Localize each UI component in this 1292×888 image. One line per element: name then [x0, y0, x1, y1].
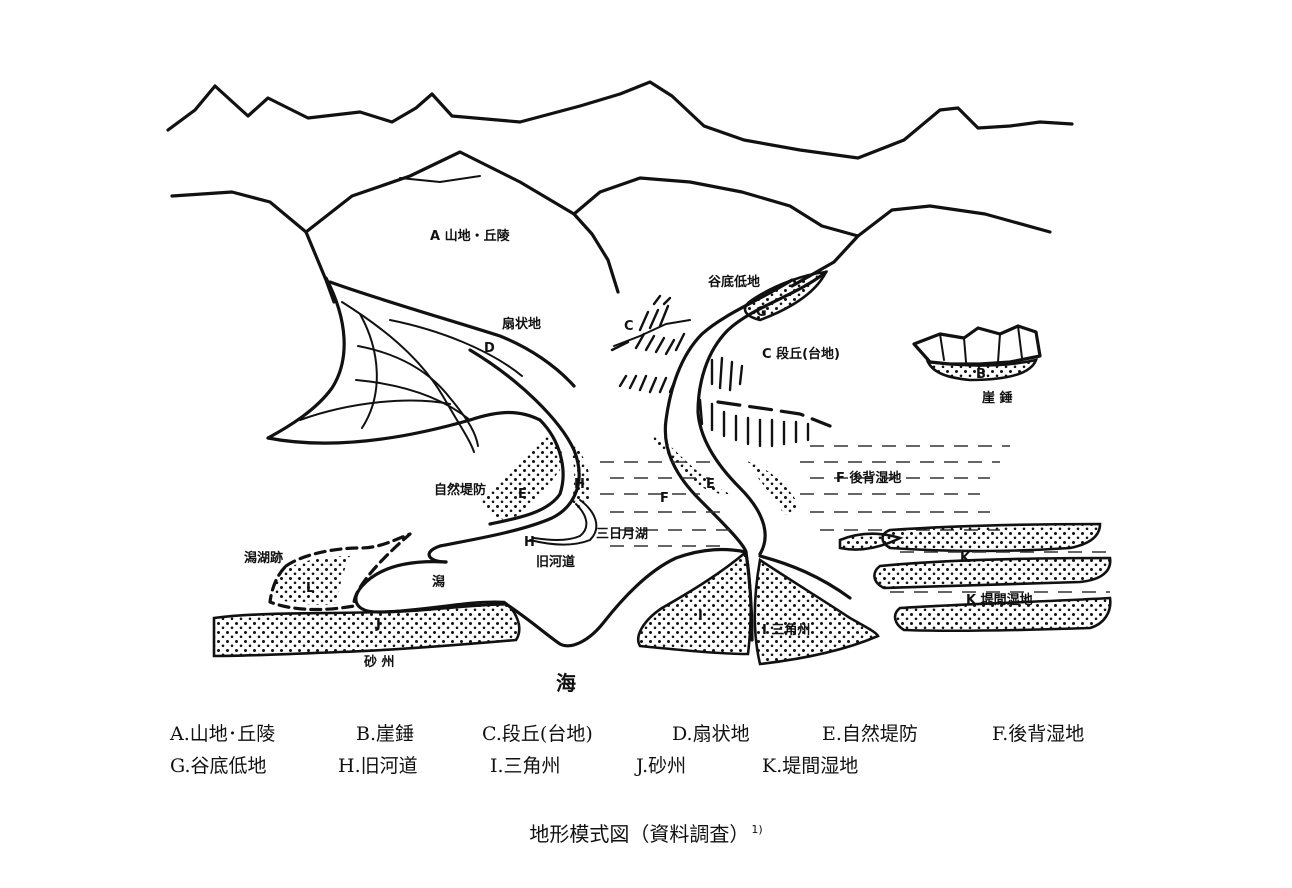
river-center-left — [663, 278, 794, 554]
fan-outline — [266, 276, 346, 440]
label-B: B — [976, 367, 986, 382]
label-L: L — [306, 581, 314, 596]
hill-valley-left — [304, 230, 336, 304]
beach-ridge-2 — [881, 522, 1102, 553]
levee-center2-dots — [744, 460, 798, 515]
coast-center-left — [504, 547, 748, 648]
hill-spur — [399, 175, 481, 183]
fan-top-edge — [328, 280, 576, 388]
talus-cliff-edges — [939, 325, 1023, 363]
terrace-left-hatch — [610, 294, 691, 394]
fan-arc-3 — [355, 379, 471, 421]
fan-arc-6 — [299, 399, 451, 421]
label-K1: K — [960, 551, 971, 566]
legend-item-K: K.堤間湿地 — [762, 755, 859, 777]
label-J: J — [375, 617, 381, 632]
hill-valley-center — [572, 212, 620, 294]
label-lagoon: 潟 — [432, 574, 445, 590]
beach-ridge-3 — [873, 556, 1112, 590]
levee-left-dots — [480, 436, 563, 520]
levee-left2-dots — [570, 440, 591, 509]
fan-base — [266, 410, 542, 445]
label-old-river: 旧河道 — [536, 554, 575, 570]
label-talus: 崖 錘 — [982, 390, 1013, 406]
valley-floor-G — [743, 270, 829, 322]
legend-item-B: B.崖錘 — [356, 723, 415, 745]
former-channel — [533, 503, 588, 541]
label-sandbar: 砂 州 — [363, 654, 395, 670]
fan-arc-4 — [341, 301, 475, 453]
beach-ridge-4 — [893, 596, 1112, 633]
lagoon-trace-dots — [274, 556, 350, 605]
fan-arc-5 — [389, 319, 523, 377]
levee-center-dots — [652, 432, 730, 495]
label-back-marsh: F 後背湿地 — [836, 470, 901, 486]
label-G: G — [756, 305, 767, 320]
sandbar — [212, 600, 521, 658]
river-left-bank — [488, 418, 565, 526]
label-valley-floor: 谷底低地 — [708, 274, 760, 290]
legend: A.山地･丘陵 B.崖錘 C.段丘(台地) D.扇状地 E.自然堤防 F.後背湿… — [170, 718, 1150, 782]
legend-item-D: D.扇状地 — [672, 723, 750, 745]
legend-item-E: E.自然堤防 — [822, 723, 918, 745]
figure-caption: 地形模式図（資料調査）1) — [0, 818, 1292, 847]
label-E1: E — [518, 487, 527, 502]
label-oxbow: 三日月湖 — [596, 527, 648, 542]
terrace-right-hatch — [698, 356, 832, 448]
delta-channel-2 — [758, 554, 852, 600]
label-inter-ridge: K 堤間湿地 — [966, 592, 1033, 608]
distant-ridge — [166, 80, 1074, 160]
label-fan: 扇状地 — [502, 316, 541, 332]
delta-right — [753, 557, 880, 666]
fan-arc-1 — [359, 313, 378, 429]
back-marsh-dashes — [600, 445, 1010, 547]
label-H1: H — [574, 477, 585, 492]
label-I1: I — [698, 609, 703, 624]
legend-item-A: A.山地･丘陵 — [170, 723, 276, 745]
inter-ridge-dashes — [890, 551, 1110, 593]
legend-item-F: F.後背湿地 — [992, 723, 1085, 745]
label-D: D — [484, 341, 495, 356]
legend-item-I: I.三角州 — [490, 755, 561, 777]
legend-row-2: G.谷底低地 H.旧河道 I.三角州 J.砂州 K.堤間湿地 — [170, 750, 1150, 782]
delta-left — [637, 549, 753, 656]
legend-item-G: G.谷底低地 — [170, 755, 267, 777]
label-C1: C — [624, 319, 634, 334]
legend-item-H: H.旧河道 — [338, 755, 418, 777]
near-hills — [170, 150, 1052, 238]
label-levee: 自然堤防 — [434, 482, 486, 498]
label-sea: 海 — [556, 671, 576, 695]
oxbow-lake — [529, 499, 598, 546]
label-delta: I 三角州 — [762, 622, 810, 638]
landform-diagram: A 山地・丘陵 谷底低地 G 扇状地 D C C 段丘(台地) B 崖 錘 自然… — [166, 80, 1112, 695]
talus-dots — [925, 358, 1039, 382]
label-lagoon-trace: 潟湖跡 — [244, 550, 283, 566]
fan-arc-2 — [357, 345, 479, 447]
legend-item-J: J.砂州 — [636, 755, 687, 777]
lagoon-trace-outline — [268, 532, 412, 612]
legend-row-1: A.山地･丘陵 B.崖錘 C.段丘(台地) D.扇状地 E.自然堤防 F.後背湿… — [170, 718, 1150, 750]
legend-item-C: C.段丘(台地) — [482, 723, 593, 745]
label-terrace: C 段丘(台地) — [762, 346, 840, 362]
label-E2: E — [706, 477, 715, 492]
label-mountain: A 山地・丘陵 — [430, 228, 511, 244]
delta-channel — [744, 550, 754, 642]
label-H2: H — [524, 535, 535, 550]
river-left — [427, 348, 581, 564]
caption-footnote: 1) — [751, 823, 763, 837]
label-F1: F — [660, 491, 669, 506]
caption-text: 地形模式図（資料調査） — [529, 822, 750, 846]
